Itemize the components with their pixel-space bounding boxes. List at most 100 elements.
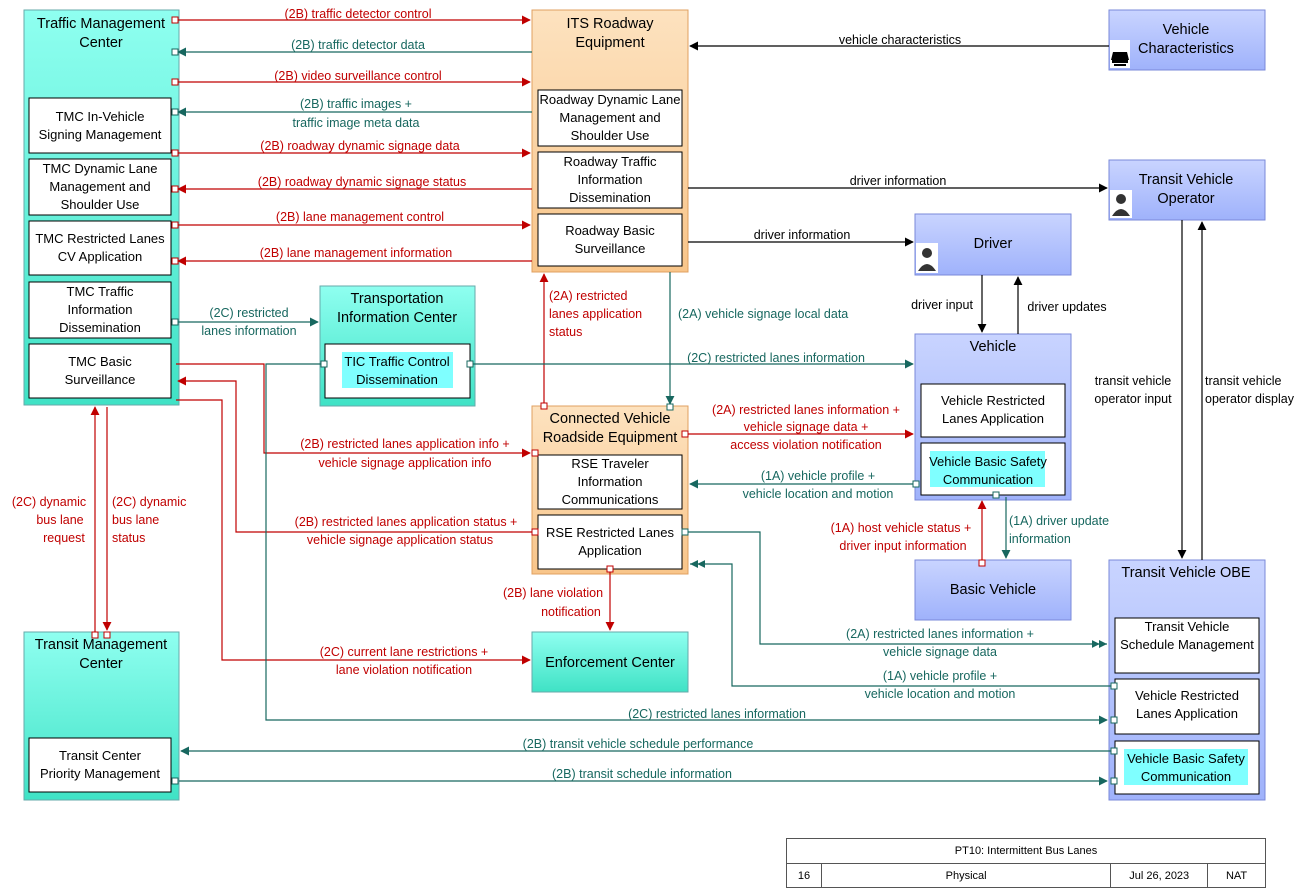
flow-label: (2C) restricted lanes information: [687, 351, 865, 365]
flow-label: vehicle characteristics: [839, 33, 961, 47]
flow-label: (2C) dynamic: [12, 495, 86, 509]
flow-label: bus lane: [112, 513, 159, 527]
enforcement-center-node[interactable]: Enforcement Center: [531, 631, 689, 693]
flow-label: vehicle location and motion: [743, 487, 894, 501]
diagram-title: PT10: Intermittent Bus Lanes: [787, 839, 1265, 864]
flow-label: (2B) roadway dynamic signage data: [260, 139, 459, 153]
flow-label: (2C) current lane restrictions +: [320, 645, 488, 659]
flow-label: vehicle signage data +: [744, 420, 869, 434]
basic-vehicle-node[interactable]: Basic Vehicle: [914, 559, 1072, 621]
flow-label: (1A) vehicle profile +: [883, 669, 997, 683]
flow-label: driver input information: [839, 539, 966, 553]
flow-label: traffic image meta data: [293, 116, 420, 130]
flow-label: (2B) video surveillance control: [274, 69, 441, 83]
flow-label: (2A) restricted lanes information +: [846, 627, 1034, 641]
port-markers-red: [91, 16, 986, 639]
flow-label: information: [1009, 532, 1071, 546]
flow-label: lane violation notification: [336, 663, 472, 677]
flow-label: driver information: [754, 228, 851, 242]
basic-vehicle-title: Basic Vehicle: [950, 582, 1036, 598]
flow-label: notification: [541, 605, 601, 619]
flow-label: (2B) lane management information: [260, 246, 453, 260]
flow-label: bus lane: [36, 513, 83, 527]
person-icon: [1110, 40, 1130, 68]
person-icon: [1110, 190, 1132, 218]
flow-label: transit vehicle: [1205, 374, 1281, 388]
flow-label: (2A) restricted: [549, 289, 628, 303]
flow-label: (2B) traffic detector data: [291, 38, 425, 52]
flow-label: (2B) traffic images +: [300, 97, 412, 111]
flow-label: (1A) driver update: [1009, 514, 1109, 528]
flow-label: driver information: [850, 174, 947, 188]
driver-node[interactable]: Driver: [914, 213, 1072, 276]
flow-label: (2C) restricted: [209, 306, 288, 320]
vehicle-title: Vehicle: [970, 339, 1017, 355]
organization: NAT: [1225, 869, 1248, 882]
flow-label: lanes information: [201, 324, 296, 338]
flow-label: transit vehicle: [1095, 374, 1171, 388]
flow-label: (1A) vehicle profile +: [761, 469, 875, 483]
enforcement-center-title: Enforcement Center: [545, 655, 675, 671]
flow-label: (2B) lane management control: [276, 210, 444, 224]
flow-label: (2A) restricted lanes information +: [712, 403, 900, 417]
date: Jul 26, 2023: [1111, 864, 1209, 887]
flow-label: driver updates: [1027, 300, 1106, 314]
flow-label: vehicle signage application status: [307, 533, 493, 547]
flow-label: operator display: [1205, 392, 1295, 406]
flow-label: (2B) roadway dynamic signage status: [258, 175, 466, 189]
flow-label: (2B) lane violation: [503, 586, 603, 600]
flow-label: operator input: [1094, 392, 1172, 406]
flow-label: (2C) restricted lanes information: [628, 707, 806, 721]
flow-lines: [90, 15, 1207, 786]
flow-label: vehicle location and motion: [865, 687, 1016, 701]
flow-label: lanes application: [549, 307, 642, 321]
flow-label: (2B) transit schedule information: [552, 767, 732, 781]
flow-label: driver input: [911, 298, 973, 312]
flow-label: vehicle signage application info: [318, 456, 491, 470]
view-type: Physical: [822, 864, 1112, 887]
page-number: 16: [787, 864, 822, 887]
person-icon: [916, 243, 938, 273]
flow-label: status: [549, 325, 582, 339]
flow-label: (2B) restricted lanes application info +: [300, 437, 510, 451]
